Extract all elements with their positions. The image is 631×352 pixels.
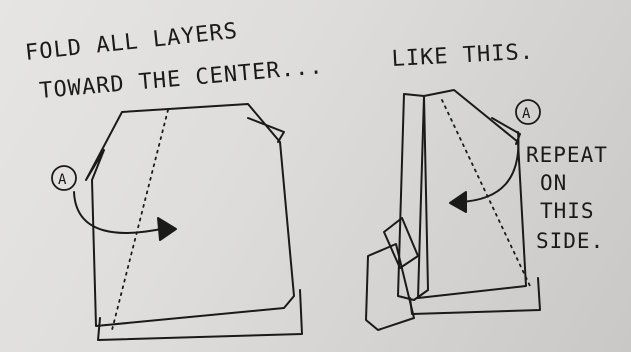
note-line-2: ON [540,171,567,195]
left-marker-label: A [58,172,67,188]
right-main-layer [418,90,526,298]
caption-line-2: TOWARD THE CENTER... [38,54,324,104]
right-curved-arrow [460,132,518,202]
caption-line-3: LIKE THIS. [391,40,535,72]
note-line-3: THIS [540,199,595,223]
left-top-flap [248,118,284,142]
right-small-flap-lower [366,244,414,330]
left-back-layer [98,290,302,340]
right-fold-diagram [366,90,540,330]
note-line-4: SIDE. [536,229,604,253]
left-fold-diagram [52,104,302,340]
left-arrowhead-icon [158,218,176,240]
right-arrowhead-icon [450,192,466,212]
note-line-1: REPEAT [526,143,608,167]
right-fold-line [442,100,530,286]
left-main-layer [86,104,294,326]
caption-line-1: FOLD ALL LAYERS [24,19,239,66]
right-marker-label: A [522,106,531,122]
left-curved-arrow [74,192,166,233]
